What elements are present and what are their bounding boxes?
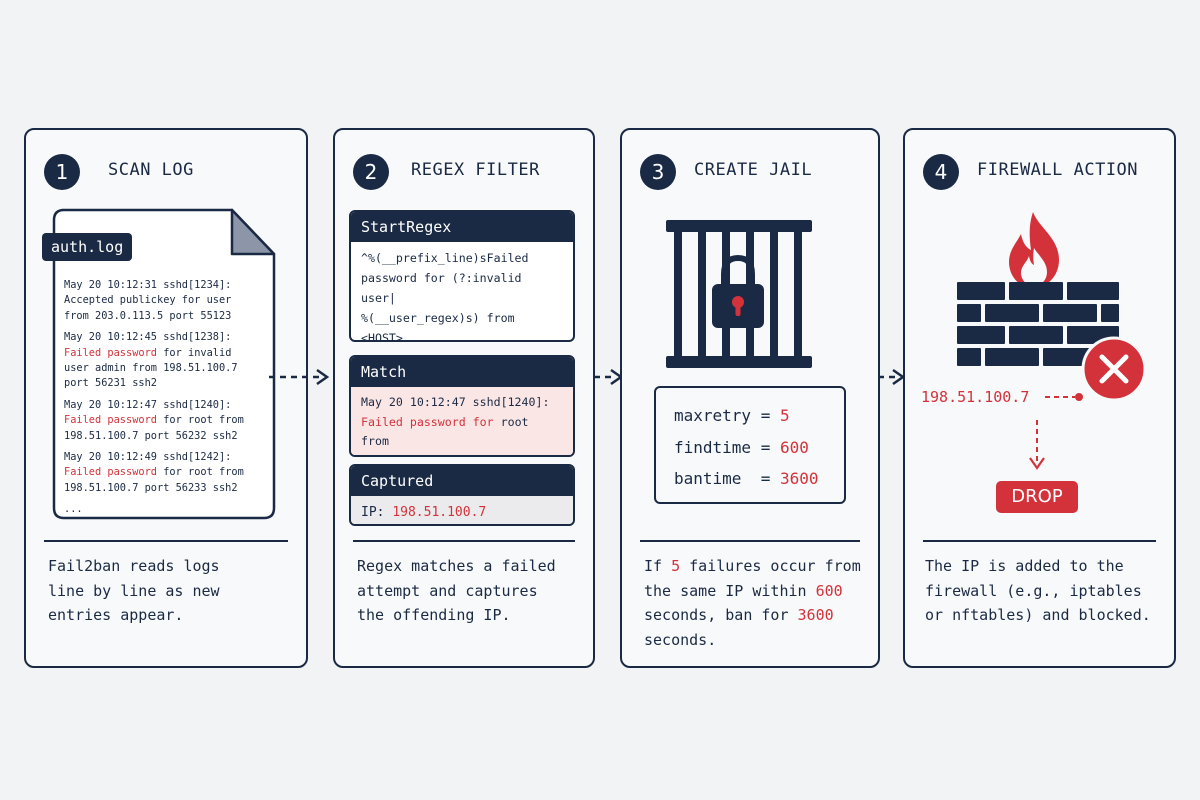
setting-maxretry: maxretry = 5 <box>674 406 790 425</box>
log-entries: May 20 10:12:31 sshd[1234]: Accepted pub… <box>64 278 269 518</box>
divider <box>44 540 288 542</box>
step-card-firewall-action: 4 FIREWALL ACTION 198.51.100.7 DROP The … <box>903 128 1176 668</box>
step-title: SCAN LOG <box>108 160 194 180</box>
setting-findtime: findtime = 600 <box>674 437 809 457</box>
step-number-badge: 4 <box>923 154 959 190</box>
jail-lock-icon <box>666 220 812 368</box>
start-regex-label: StartRegex <box>351 212 573 242</box>
step-title: FIREWALL ACTION <box>977 160 1139 180</box>
step-card-scan-log: 1 SCAN LOG auth.log May 20 10:12:31 sshd… <box>24 128 308 668</box>
start-regex-text: ^%(__prefix_line)sFailed password for (?… <box>361 251 529 342</box>
log-entry: May 20 10:12:47 sshd[1240]: Failed passw… <box>64 398 244 442</box>
blocked-ip: 198.51.100.7 <box>921 388 1030 406</box>
log-entry: May 20 10:12:49 sshd[1242]: Failed passw… <box>64 451 244 494</box>
block-x-icon <box>1081 336 1147 402</box>
captured-ip: IP: 198.51.100.7 <box>351 496 573 524</box>
arrow-right-icon <box>269 368 330 386</box>
step-description: If 5 failures occur from the same IP wit… <box>644 557 861 649</box>
log-ellipsis: ... <box>64 503 83 516</box>
match-label: Match <box>351 357 573 387</box>
step-title: REGEX FILTER <box>411 160 540 180</box>
jail-settings-box: maxretry = 5 findtime = 600 bantime = 36… <box>654 386 846 504</box>
log-entry: May 20 10:12:31 sshd[1234]: Accepted pub… <box>64 279 232 322</box>
arrow-down-icon <box>1029 420 1045 470</box>
captured-box: Captured IP: 198.51.100.7 <box>349 464 575 526</box>
match-text: May 20 10:12:47 sshd[1240]: Failed passw… <box>351 387 573 455</box>
drop-badge: DROP <box>996 481 1078 513</box>
step-description: Regex matches a failed attempt and captu… <box>357 557 556 624</box>
brick-wall-icon <box>957 282 1119 366</box>
step-title: CREATE JAIL <box>694 160 813 180</box>
step-description: Fail2ban reads logs line by line as new … <box>48 557 220 624</box>
divider <box>353 540 575 542</box>
start-regex-box: StartRegex ^%(__prefix_line)sFailed pass… <box>349 210 575 342</box>
log-entry: May 20 10:12:45 sshd[1238]: Failed passw… <box>64 331 238 390</box>
step-number-badge: 1 <box>44 154 80 190</box>
divider <box>923 540 1156 542</box>
setting-bantime: bantime = 3600 <box>674 469 819 488</box>
arrow-right-icon <box>878 368 906 386</box>
step-card-create-jail: 3 CREATE JAIL maxretry = 5 findtime = 60… <box>620 128 880 668</box>
log-filename: auth.log <box>42 233 133 261</box>
step-card-regex-filter: 2 REGEX FILTER StartRegex ^%(__prefix_li… <box>333 128 595 668</box>
connector-line <box>1045 393 1083 401</box>
document-icon <box>52 208 276 520</box>
step-number-badge: 2 <box>353 154 389 190</box>
step-description: The IP is added to the firewall (e.g., i… <box>925 557 1151 624</box>
match-box: Match May 20 10:12:47 sshd[1240]: Failed… <box>349 355 575 457</box>
step-number-badge: 3 <box>640 154 676 190</box>
captured-label: Captured <box>351 466 573 496</box>
divider <box>640 540 860 542</box>
flame-icon <box>1009 212 1059 288</box>
